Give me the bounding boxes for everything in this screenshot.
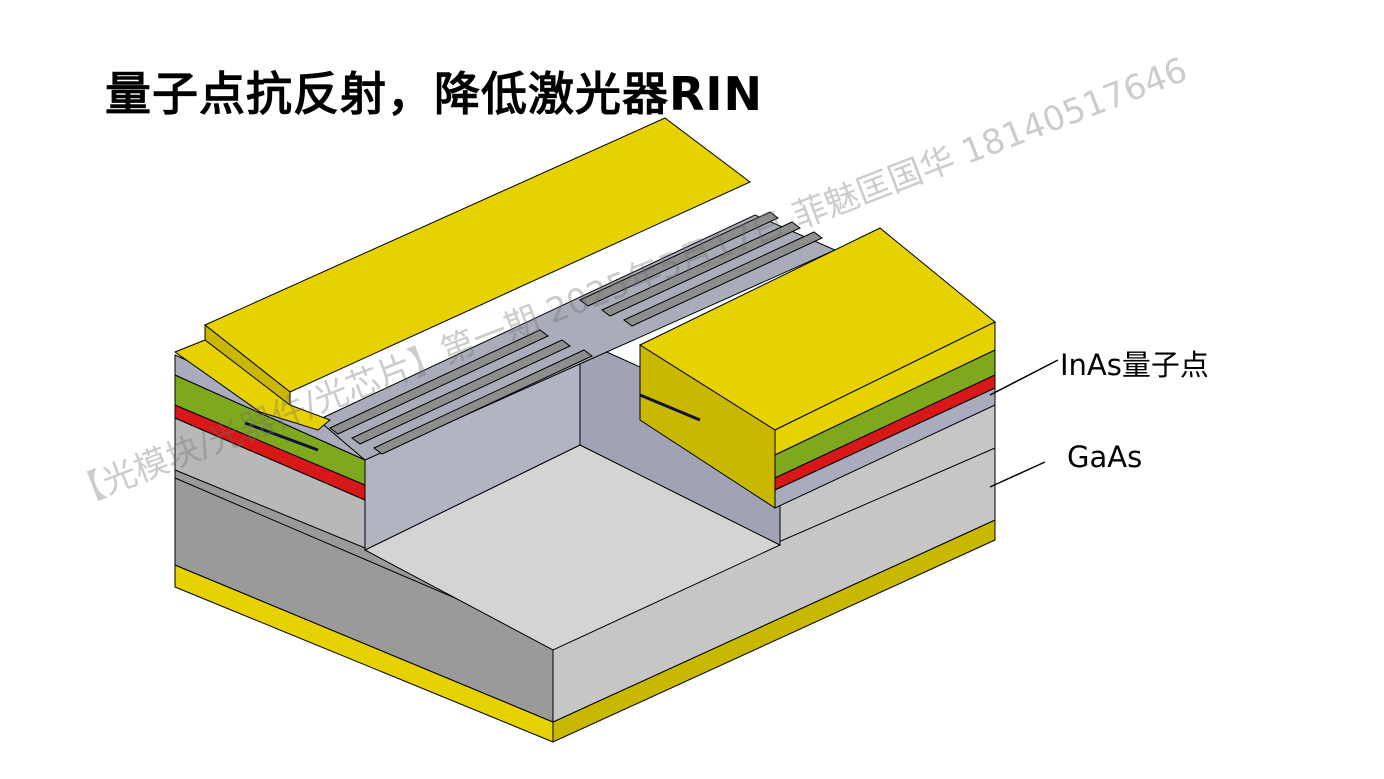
grating-teeth	[329, 211, 823, 455]
gaas-leader-line	[989, 461, 1046, 488]
left-contact-top	[173, 339, 331, 431]
inas-leader-line	[989, 359, 1059, 396]
right-oxide-layer	[774, 387, 996, 509]
page-title: 量子点抗反射，降低激光器RIN	[105, 67, 764, 121]
label-gaas: GaAs	[1067, 440, 1143, 474]
label-inas-quantum-dot: InAs量子点	[1060, 348, 1209, 382]
